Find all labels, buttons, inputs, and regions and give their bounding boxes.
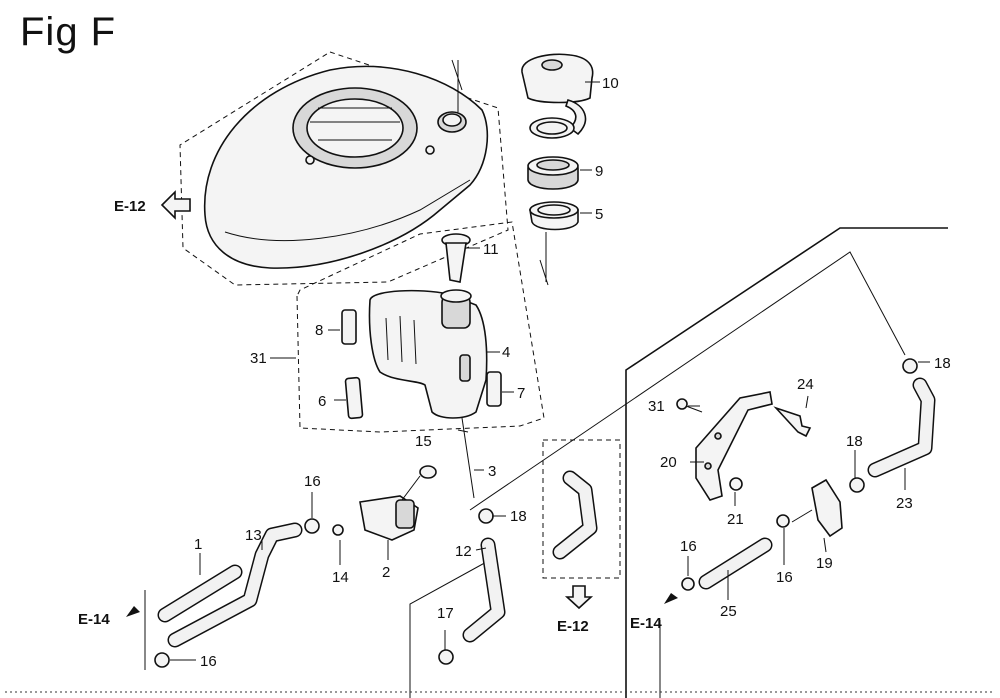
callout-15: 15 (415, 433, 432, 450)
left-arrow-icon (160, 190, 191, 220)
ref-e12-top: E-12 (114, 198, 146, 215)
top-cover (179, 51, 509, 286)
callout-24: 23 (896, 495, 913, 512)
callout-9: 9 (595, 163, 603, 180)
fuel-valve-19 (791, 478, 843, 538)
figure-title: Fig F (20, 10, 117, 54)
callout-12: 12 (455, 543, 472, 560)
tank-group-box (296, 221, 545, 433)
callout-5: 5 (595, 206, 603, 223)
hoses (157, 377, 936, 648)
fuel-valve-2 (359, 465, 437, 541)
ref-e14-left: E-14 (78, 611, 110, 628)
hose-e12-box (542, 439, 621, 579)
callout-14: 14 (332, 569, 349, 586)
callout-13: 13 (245, 527, 262, 544)
bracket-20 (695, 391, 773, 501)
callout-7: 7 (517, 385, 525, 402)
fuel-tank (368, 289, 488, 419)
callout-3: 3 (488, 463, 496, 480)
arrow-icons (126, 190, 678, 617)
callout-18: 18 (934, 355, 951, 372)
callout-10: 10 (602, 75, 619, 92)
callout-16: 16 (680, 538, 697, 555)
cross-references: E-12 E-12 E-14 E-14 (78, 198, 662, 635)
ref-e14-right: E-14 (630, 615, 662, 632)
callout-16: 16 (200, 653, 217, 670)
callout-17: 17 (437, 605, 454, 622)
callout-23: 25 (720, 603, 737, 620)
callout-8: 8 (315, 322, 323, 339)
callout-22: 24 (797, 376, 814, 393)
callout-19: 19 (816, 555, 833, 572)
cap-assembly (521, 53, 594, 286)
pads-6-7-8 (341, 309, 502, 420)
callout-20: 20 (660, 454, 677, 471)
clamps (154, 358, 918, 668)
callout-4: 4 (502, 344, 510, 361)
ref-e12-bottom: E-12 (557, 618, 589, 635)
callout-2: 2 (382, 564, 390, 581)
filter-11 (441, 233, 471, 283)
leader-lines (144, 81, 930, 698)
callout-11: 11 (483, 241, 499, 258)
callout-25: 31 (648, 398, 665, 415)
callout-labels: 10 9 5 11 8 4 31 6 7 15 3 18 12 16 1 13 … (194, 75, 951, 670)
callout-21: 21 (727, 511, 744, 528)
down-arrow-icon (564, 585, 594, 610)
bolts-21-22-25 (676, 398, 812, 491)
callout-16: 16 (304, 473, 321, 490)
callout-6: 6 (318, 393, 326, 410)
callout-31: 31 (250, 350, 267, 367)
callout-16: 16 (776, 569, 793, 586)
down-left-arrow-icon (664, 593, 678, 604)
down-left-arrow-icon (126, 606, 140, 617)
callout-18: 18 (846, 433, 863, 450)
callout-1: 1 (194, 536, 202, 553)
callout-18: 18 (510, 508, 527, 525)
